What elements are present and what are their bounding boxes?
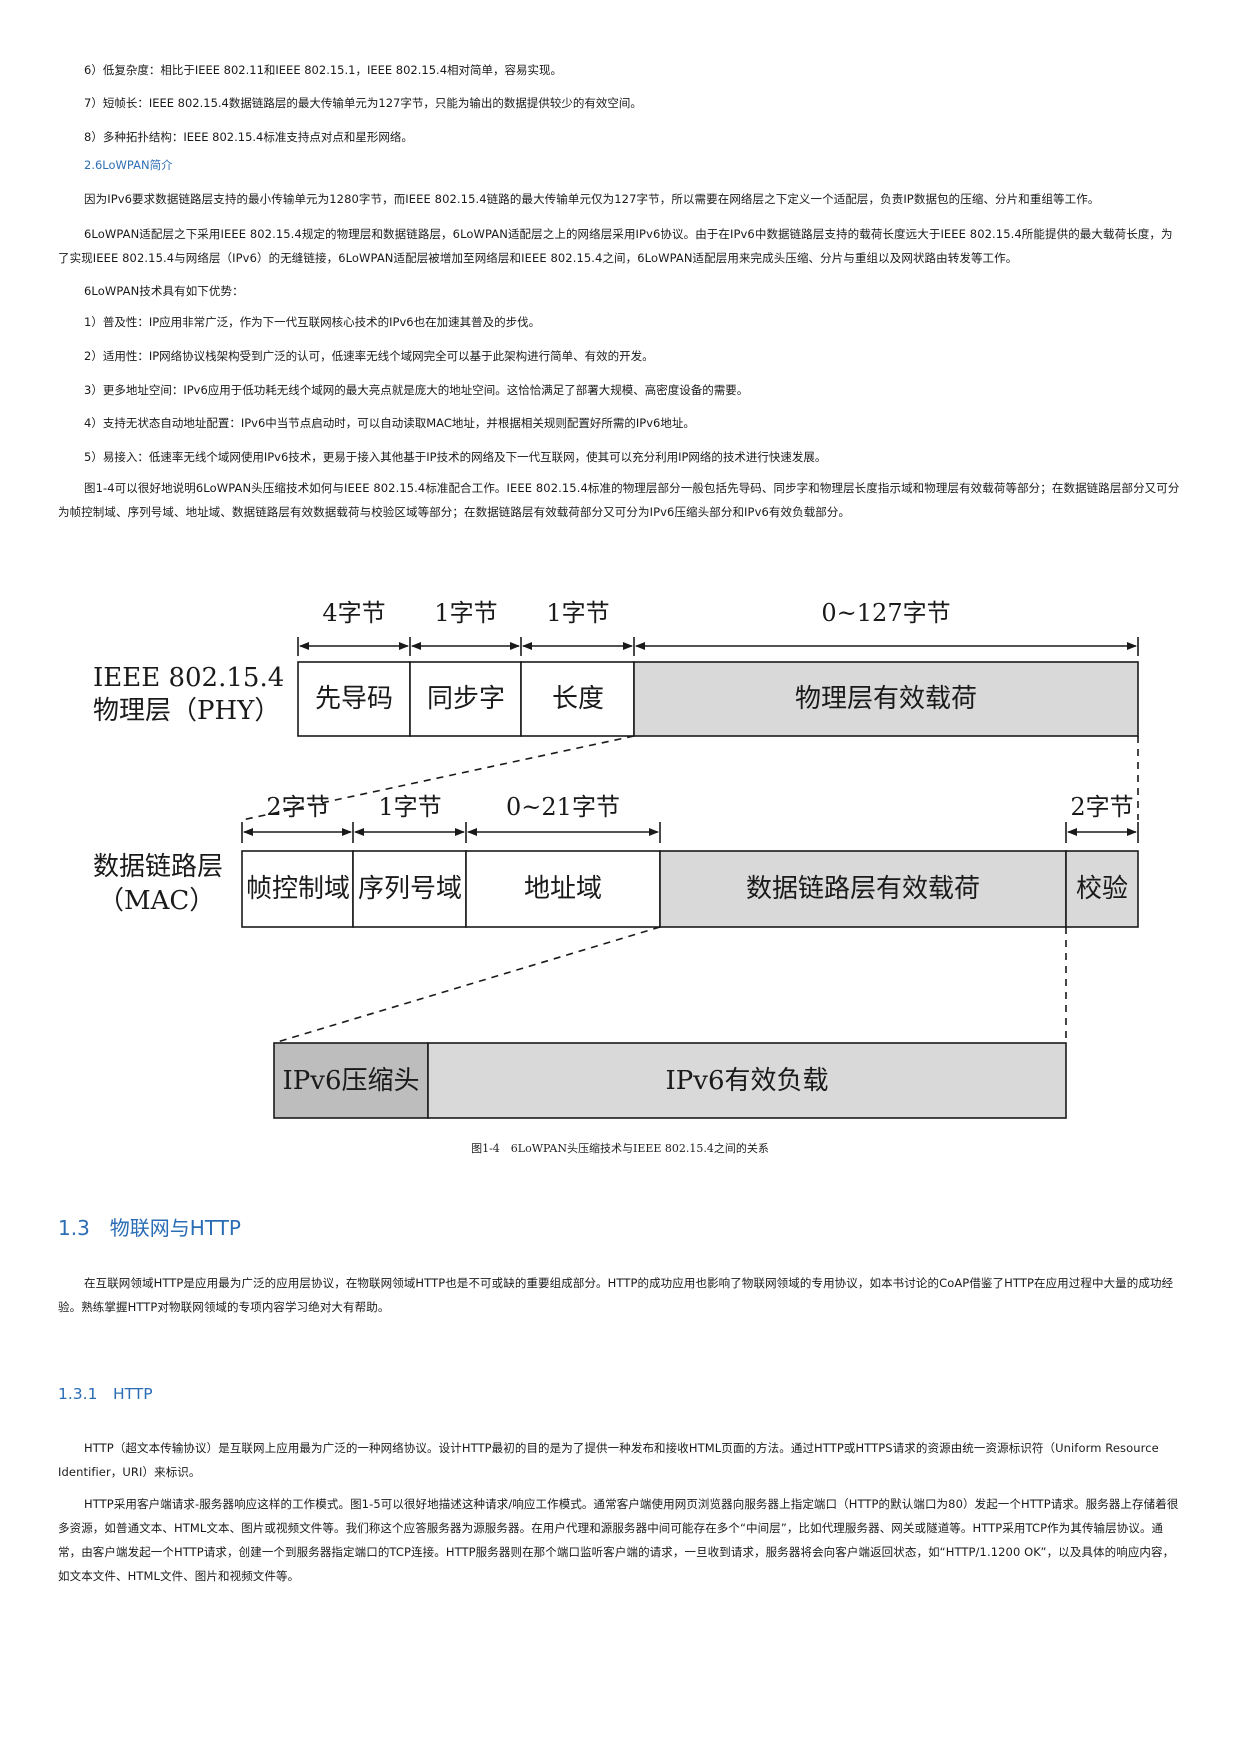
phy-field: 物理层有效载荷	[795, 684, 977, 714]
mac-row-label: 数据链路层	[93, 852, 223, 882]
subsection-heading: 2.6LoWPAN简介	[84, 158, 173, 172]
paragraph: 6LoWPAN适配层之下采用IEEE 802.15.4规定的物理层和数据链路层，…	[58, 227, 1173, 265]
phy-dim-label: 1字节	[434, 599, 497, 627]
list-item: 3）更多地址空间：IPv6应用于低功耗无线个域网的最大亮点就是庞大的地址空间。这…	[84, 383, 749, 397]
ipv6-field: IPv6压缩头	[283, 1066, 420, 1096]
phy-field: 长度	[552, 684, 604, 714]
phy-dim-label: 1字节	[546, 599, 609, 627]
section-heading: 1.3 物联网与HTTP	[58, 1216, 241, 1240]
list-item: 4）支持无状态自动地址配置：IPv6中当节点启动时，可以自动读取MAC地址，并根…	[84, 416, 695, 430]
mac-field: 帧控制域	[246, 874, 350, 904]
list-item: 8）多种拓扑结构：IEEE 802.15.4标准支持点对点和星形网络。	[84, 130, 413, 144]
subsection-heading: 1.3.1 HTTP	[58, 1385, 153, 1403]
list-item: 5）易接入：低速率无线个域网使用IPv6技术，更易于接入其他基于IP技术的网络及…	[84, 450, 827, 464]
mac-row-label: （MAC）	[98, 886, 215, 916]
list-item: 2）适用性：IP网络协议栈架构受到广泛的认可，低速率无线个域网完全可以基于此架构…	[84, 349, 654, 363]
mac-field: 地址域	[524, 874, 602, 904]
mac-dim-label: 0~21字节	[506, 793, 620, 821]
ipv6-field: IPv6有效负载	[666, 1066, 829, 1096]
list-item: 6）低复杂度：相比于IEEE 802.11和IEEE 802.15.1，IEEE…	[84, 63, 563, 77]
mac-field: 序列号域	[358, 874, 462, 904]
paragraph: 在互联网领域HTTP是应用最为广泛的应用层协议，在物联网领域HTTP也是不可或缺…	[58, 1276, 1174, 1314]
mac-field: 数据链路层有效载荷	[746, 874, 980, 904]
paragraph: 6LoWPAN技术具有如下优势：	[84, 284, 244, 298]
mac-dim-label: 2字节	[1070, 793, 1133, 821]
phy-dim-label: 4字节	[322, 599, 385, 627]
phy-row-label: 物理层（PHY）	[93, 696, 280, 726]
list-item: 7）短帧长：IEEE 802.15.4数据链路层的最大传输单元为127字节，只能…	[84, 96, 642, 110]
paragraph: 因为IPv6要求数据链路层支持的最小传输单元为1280字节，而IEEE 802.…	[84, 192, 1100, 206]
figure-intro-paragraph: 图1-4可以很好地说明6LoWPAN头压缩技术如何与IEEE 802.15.4标…	[58, 481, 1180, 519]
phy-row-label: IEEE 802.15.4	[93, 663, 284, 693]
paragraph: HTTP（超文本传输协议）是互联网上应用最为广泛的一种网络协议。设计HTTP最初…	[58, 1441, 1159, 1479]
figure-caption: 图1-4 6LoWPAN头压缩技术与IEEE 802.15.4之间的关系	[471, 1142, 769, 1155]
paragraph: HTTP采用客户端请求-服务器响应这样的工作模式。图1-5可以很好地描述这种请求…	[58, 1497, 1179, 1583]
list-item: 1）普及性：IP应用非常广泛，作为下一代互联网核心技术的IPv6也在加速其普及的…	[84, 315, 541, 329]
mac-dim-label: 2字节	[266, 793, 329, 821]
mac-field: 校验	[1076, 874, 1128, 904]
mac-dim-label: 1字节	[378, 793, 441, 821]
phy-field: 同步字	[427, 684, 505, 714]
phy-field: 先导码	[315, 684, 393, 714]
phy-dim-label: 0~127字节	[821, 599, 950, 627]
